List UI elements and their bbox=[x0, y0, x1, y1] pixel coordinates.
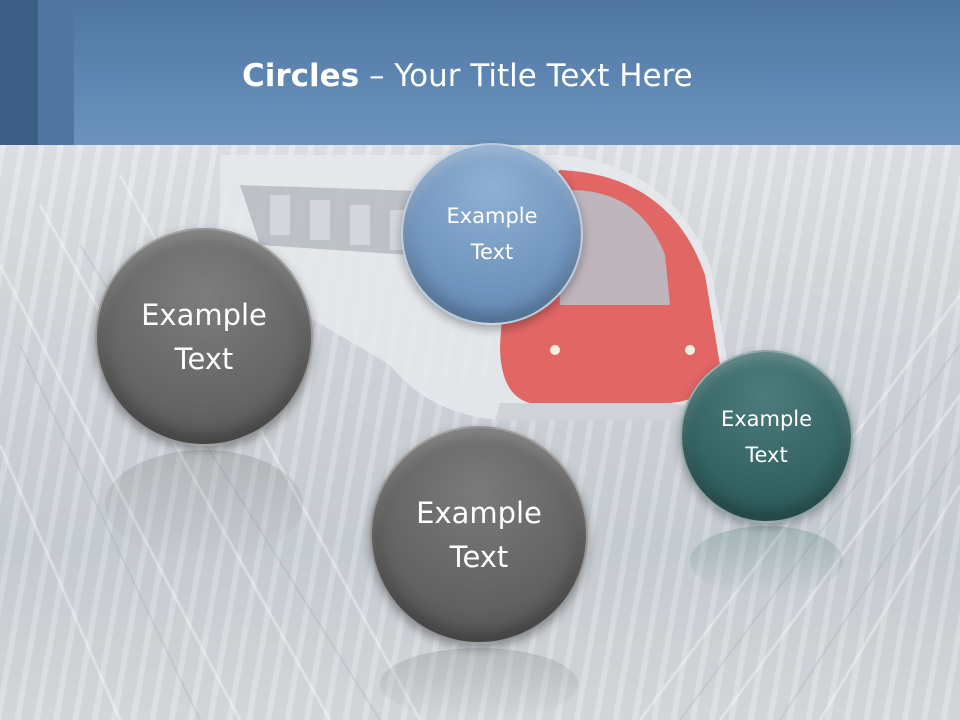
circle-reflection-4 bbox=[690, 526, 843, 596]
circle-label: Example Text bbox=[720, 406, 813, 467]
title-rest: – Your Title Text Here bbox=[359, 58, 693, 94]
circle-reflection-2 bbox=[380, 648, 578, 720]
circle-gray-large-bottom[interactable]: Example Text bbox=[370, 426, 588, 644]
circle-blue-top[interactable]: Example Text bbox=[401, 143, 583, 325]
header-stripe-dark bbox=[0, 0, 38, 145]
title-bold: Circles bbox=[242, 58, 360, 94]
circle-gray-large-left[interactable]: Example Text bbox=[95, 228, 313, 446]
circle-teal-right[interactable]: Example Text bbox=[680, 350, 853, 523]
header-band: Circles – Your Title Text Here bbox=[0, 0, 960, 145]
circle-label: Example Text bbox=[416, 496, 542, 574]
circle-label: Example Text bbox=[446, 204, 538, 264]
circle-reflection-1 bbox=[105, 450, 303, 560]
circle-label: Example Text bbox=[141, 298, 267, 376]
header-stripe-mid bbox=[38, 0, 74, 145]
slide-title: Circles – Your Title Text Here bbox=[242, 54, 693, 98]
